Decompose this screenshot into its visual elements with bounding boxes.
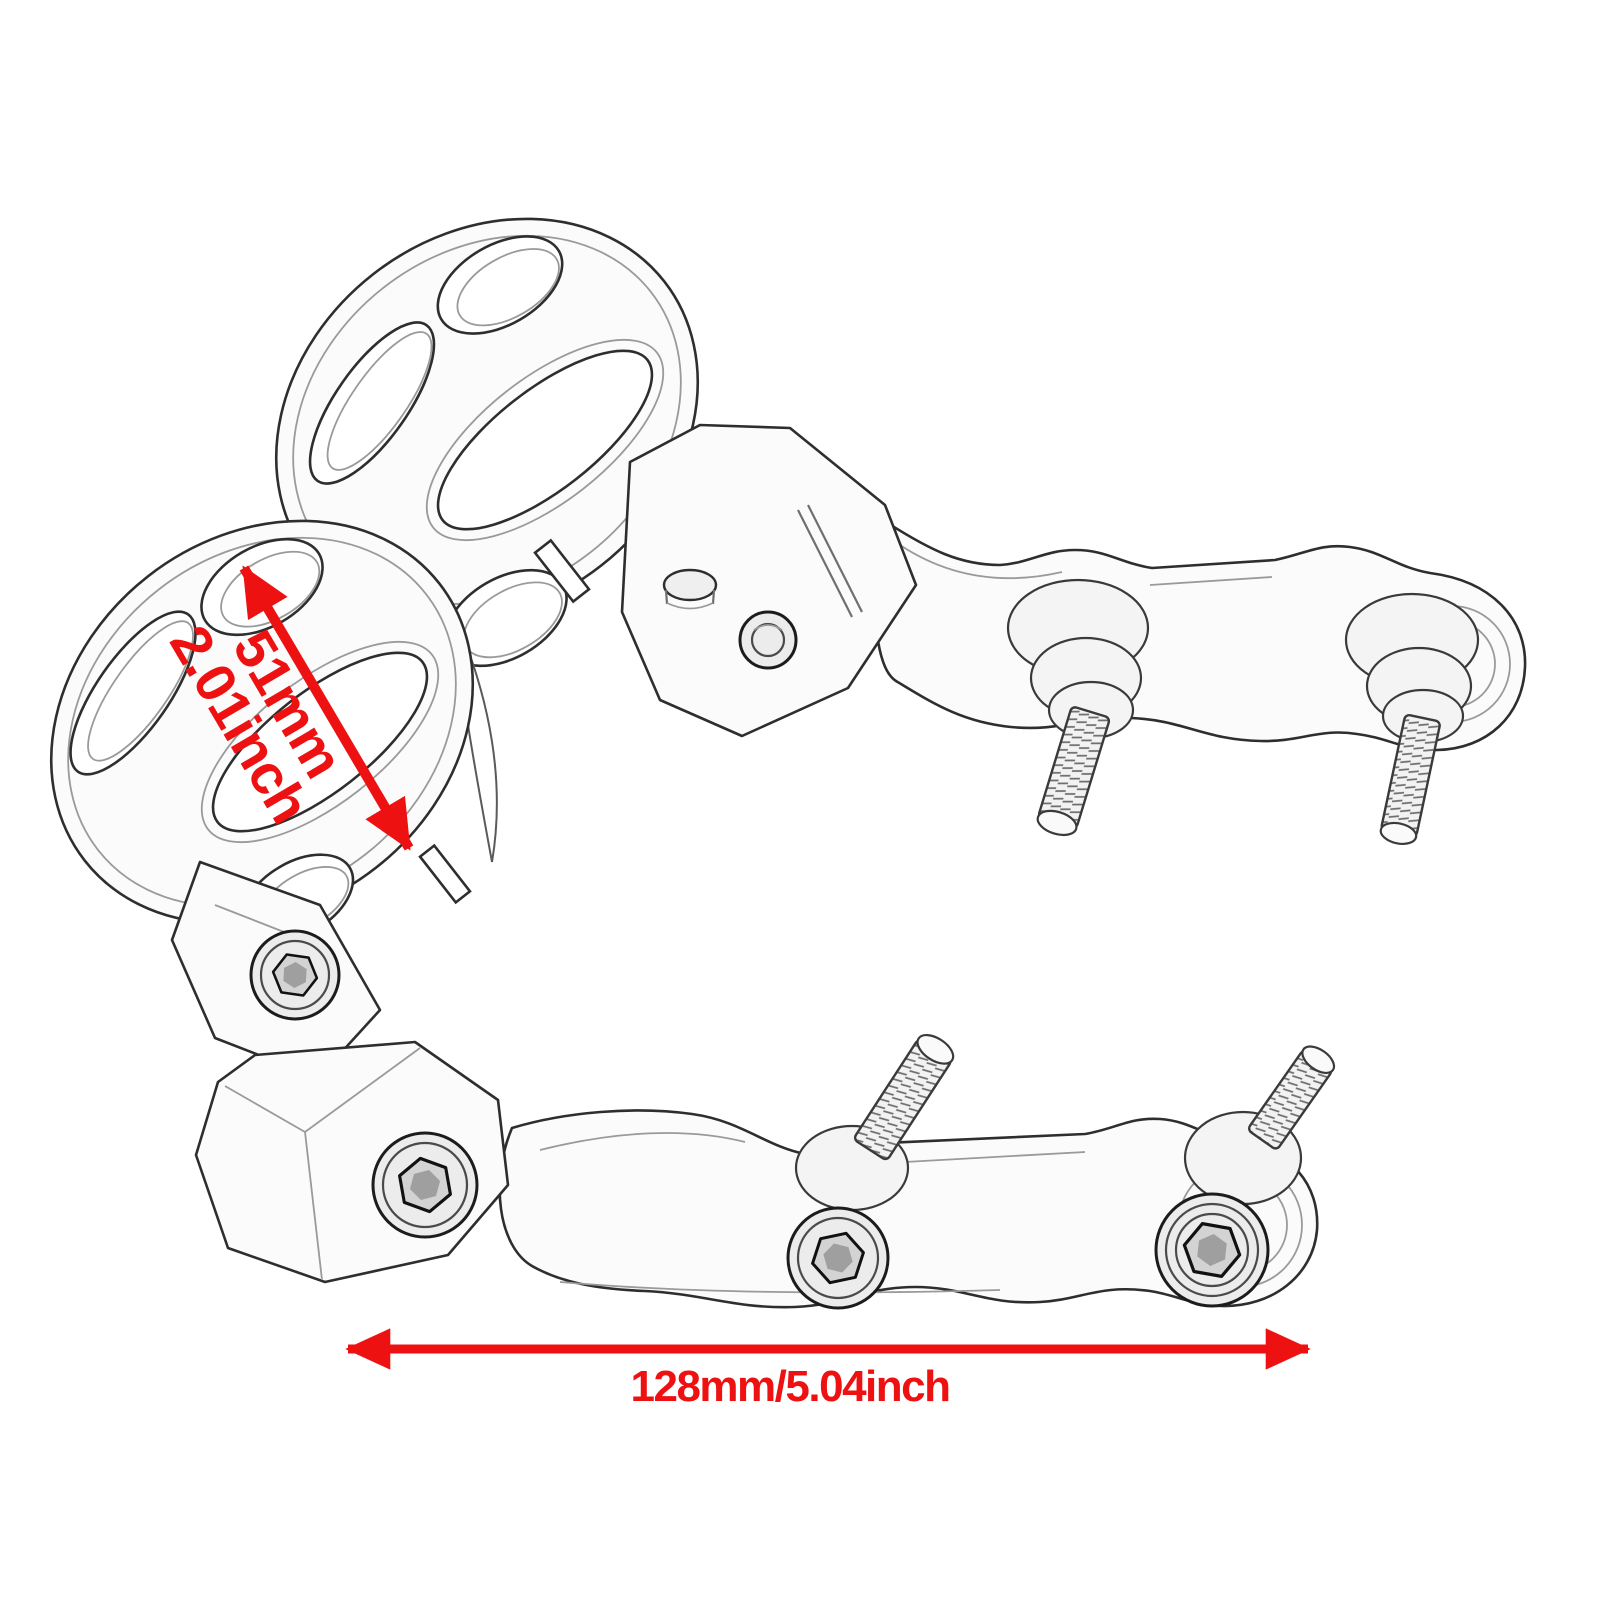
upper-clamp-ring	[274, 217, 700, 668]
pivot-nut	[662, 568, 718, 610]
hex-socket-screw	[371, 1131, 479, 1239]
upper-mounting-bar	[874, 520, 1527, 845]
upper-clamp-slot	[533, 538, 591, 604]
hex-socket-screw	[786, 1206, 890, 1310]
hex-socket-screw	[1154, 1192, 1270, 1308]
lower-clamp-slot	[418, 843, 472, 905]
upper-cutout-side	[308, 321, 436, 485]
upper-right-threaded-stud	[1379, 713, 1441, 845]
overall-length-dimension: 128mm/5.04inch	[345, 1328, 1311, 1411]
diameter-dimension-arrow	[239, 565, 414, 851]
upper-joint-plate	[620, 423, 918, 738]
lower-mounting-bar	[498, 1033, 1336, 1309]
upper-cutout-top	[436, 235, 564, 335]
upper-left-threaded-stud	[1036, 706, 1111, 837]
pivot-screw	[738, 610, 798, 670]
lower-right-threaded-stud	[1248, 1045, 1336, 1150]
upper-bracket-drawing	[274, 217, 1527, 845]
lower-middle-threaded-stud	[853, 1033, 955, 1161]
lower-cutout-side	[69, 610, 197, 776]
lower-clamp-arm	[170, 860, 382, 1080]
length-dimension-text: 128mm/5.04inch	[631, 1362, 950, 1411]
hex-socket-screw	[249, 929, 341, 1021]
upper-clamp-bore	[425, 338, 665, 542]
lower-elbow-block	[194, 1040, 510, 1284]
